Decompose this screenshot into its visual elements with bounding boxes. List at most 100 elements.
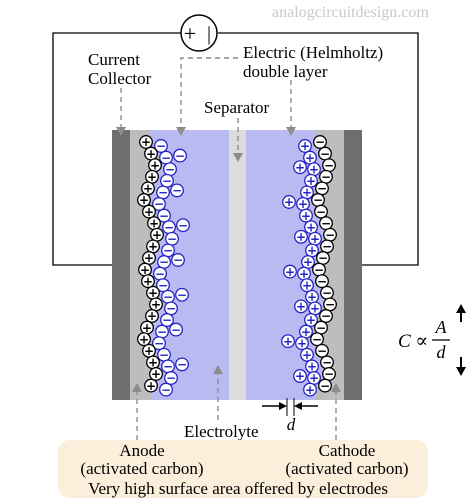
svg-text:+: + xyxy=(307,290,317,304)
svg-text:+: + xyxy=(150,158,160,172)
svg-text:+: + xyxy=(307,360,317,374)
electrolyte-negative-ion: − xyxy=(159,382,173,397)
area-up-arrow-head xyxy=(456,304,466,313)
svg-text:−: − xyxy=(161,151,171,165)
voltage-source: + | xyxy=(180,14,218,52)
cathode-negative-charge: − xyxy=(322,158,336,172)
svg-text:+: + xyxy=(146,379,156,393)
svg-text:+: + xyxy=(143,274,153,288)
cathode-negative-charge: − xyxy=(315,274,329,288)
footer-background xyxy=(58,440,428,498)
electrolyte-positive-ion: + xyxy=(298,139,312,153)
electrolyte-positive-ion: + xyxy=(299,208,313,223)
svg-text:−: − xyxy=(317,182,327,196)
anode-positive-charge: + xyxy=(139,135,153,149)
svg-text:−: − xyxy=(165,162,175,176)
cathode-negative-charge: − xyxy=(315,343,329,358)
electrolyte-negative-ion: − xyxy=(152,336,166,350)
svg-text:+: + xyxy=(302,278,312,292)
svg-text:+: + xyxy=(295,160,305,174)
distance-down-arrow-head xyxy=(456,367,466,376)
svg-text:+: + xyxy=(300,139,310,153)
electrolyte-negative-ion: − xyxy=(173,148,187,163)
svg-text:+: + xyxy=(309,371,319,385)
svg-text:−: − xyxy=(320,147,330,161)
svg-text:+: + xyxy=(139,332,149,346)
electrolyte-arrowhead xyxy=(213,365,223,374)
svg-text:−: − xyxy=(177,288,187,302)
svg-text:−: − xyxy=(159,255,169,269)
svg-text:+: + xyxy=(147,170,157,184)
svg-text:−: − xyxy=(318,251,328,265)
svg-text:−: − xyxy=(162,174,172,188)
helmholtz-label-line2: double layer xyxy=(243,62,328,81)
svg-text:−: − xyxy=(166,302,176,316)
electrolyte-negative-ion: − xyxy=(175,357,189,372)
svg-text:+: + xyxy=(310,302,320,316)
separator-label: Separator xyxy=(204,98,269,117)
svg-text:−: − xyxy=(163,360,173,374)
svg-text:−: − xyxy=(163,290,173,304)
cathode-negative-charge: − xyxy=(323,297,337,312)
distance-arrow-right-head xyxy=(294,402,302,410)
svg-text:−: − xyxy=(325,228,335,242)
svg-text:−: − xyxy=(312,332,322,346)
anode-positive-charge: + xyxy=(137,193,151,207)
source-plus-sign: + xyxy=(184,21,196,46)
svg-text:−: − xyxy=(321,309,331,323)
electrolyte-positive-ion: + xyxy=(304,220,318,234)
svg-text:+: + xyxy=(148,356,158,370)
cathode-negative-charge: − xyxy=(319,216,333,230)
svg-text:+: + xyxy=(296,230,306,244)
svg-text:+: + xyxy=(143,182,153,196)
svg-text:−: − xyxy=(156,139,166,153)
electrolyte-positive-ion: + xyxy=(300,278,314,292)
wire-left xyxy=(52,32,181,266)
anode-positive-charge: + xyxy=(145,309,159,323)
svg-text:+: + xyxy=(283,334,293,348)
distance-arrow-left-head xyxy=(279,402,287,410)
svg-text:−: − xyxy=(173,253,183,267)
helmholtz-label-line1: Electric (Helmholtz) xyxy=(243,43,383,62)
svg-text:−: − xyxy=(175,149,185,163)
svg-text:+: + xyxy=(303,255,313,269)
svg-text:+: + xyxy=(306,174,316,188)
electrolyte-negative-ion: − xyxy=(153,266,167,281)
svg-text:−: − xyxy=(317,274,327,288)
svg-text:−: − xyxy=(166,371,176,385)
separator-membrane xyxy=(229,130,246,400)
electrolyte-positive-ion: + xyxy=(295,336,309,350)
electrolyte-positive-ion: + xyxy=(305,289,319,304)
anode-label-line2: (activated carbon) xyxy=(80,459,203,478)
cathode-negative-charge: − xyxy=(310,332,324,346)
electrolyte-negative-ion: − xyxy=(160,313,174,327)
electrolyte-positive-ion: + xyxy=(293,369,307,383)
svg-text:+: + xyxy=(305,383,315,397)
cathode-negative-charge: − xyxy=(313,135,327,149)
electrolyte-positive-ion: + xyxy=(293,160,307,174)
electrolyte-label: Electrolyte xyxy=(184,422,259,441)
anode-positive-charge: + xyxy=(146,239,160,254)
svg-text:−: − xyxy=(325,298,335,312)
svg-text:−: − xyxy=(154,336,164,350)
anode-arrowhead xyxy=(132,383,142,392)
cathode-negative-charge: − xyxy=(316,251,330,265)
watermark: analogcircuitdesign.com xyxy=(272,4,429,21)
svg-text:+: + xyxy=(302,348,312,362)
svg-text:−: − xyxy=(171,323,181,337)
anode-positive-charge: + xyxy=(137,332,151,346)
collector-arrowhead xyxy=(116,127,126,136)
anode-positive-charge: + xyxy=(144,378,158,393)
electrolyte-negative-ion: − xyxy=(164,371,178,385)
svg-text:−: − xyxy=(321,170,331,184)
svg-text:+: + xyxy=(301,209,311,223)
voltage-source-circle xyxy=(180,14,218,52)
cathode-label-line2: (activated carbon) xyxy=(285,459,408,478)
svg-text:+: + xyxy=(309,162,319,176)
anode-positive-charge: + xyxy=(149,367,163,381)
svg-text:+: + xyxy=(140,263,150,277)
pointer-lines xyxy=(120,57,337,440)
svg-text:−: − xyxy=(172,184,182,198)
svg-text:+: + xyxy=(144,344,154,358)
svg-text:−: − xyxy=(316,205,326,219)
